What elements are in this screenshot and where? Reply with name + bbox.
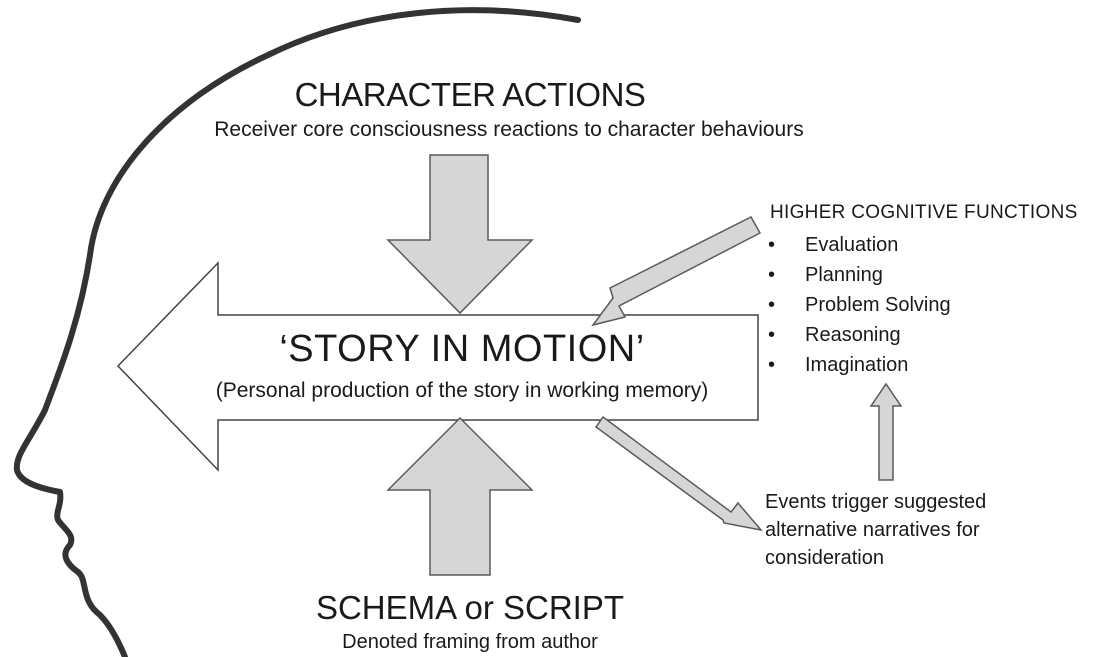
list-item-label: Reasoning xyxy=(805,324,901,346)
list-item-label: Planning xyxy=(805,264,883,286)
character-actions-subtitle: Receiver core consciousness reactions to… xyxy=(214,118,804,141)
list-item-label: Imagination xyxy=(805,354,909,376)
events-line: consideration xyxy=(765,547,884,569)
list-item-label: Problem Solving xyxy=(805,294,951,316)
list-item: • Reasoning xyxy=(768,320,951,350)
bullet-icon: • xyxy=(768,354,776,376)
higher-cognitive-functions-list: • Evaluation • Planning • Problem Solving •… xyxy=(768,230,951,380)
events-text: Events trigger suggested alternative nar… xyxy=(765,488,1065,572)
list-item: • Imagination xyxy=(768,350,951,380)
bullet-icon: • xyxy=(768,234,776,256)
head-silhouette xyxy=(13,7,581,657)
bullet-icon: • xyxy=(768,264,776,286)
story-in-motion-title: ‘STORY IN MOTION’ xyxy=(279,328,645,370)
schema-subtitle: Denoted framing from author xyxy=(342,631,598,653)
higher-cognitive-functions-title: HIGHER COGNITIVE FUNCTIONS xyxy=(770,202,1078,223)
story-in-motion-subtitle: (Personal production of the story in wor… xyxy=(215,379,709,402)
cognitive-to-story-arrow xyxy=(591,216,762,327)
bullet-icon: • xyxy=(768,324,776,346)
story-to-events-arrow xyxy=(594,415,763,532)
list-item-label: Evaluation xyxy=(805,234,899,256)
schema-title: SCHEMA or SCRIPT xyxy=(315,589,625,626)
list-item: • Evaluation xyxy=(768,230,951,260)
character-actions-arrow xyxy=(386,154,534,315)
events-line: Events trigger suggested xyxy=(765,491,987,513)
list-item: • Problem Solving xyxy=(768,290,951,320)
character-actions-title: CHARACTER ACTIONS xyxy=(294,76,646,113)
bullet-icon: • xyxy=(768,294,776,316)
list-item: • Planning xyxy=(768,260,951,290)
story-arrow xyxy=(116,261,759,472)
events-line: alternative narratives for xyxy=(765,519,980,541)
events-to-imagination-arrow xyxy=(869,382,903,481)
schema-arrow xyxy=(386,416,534,576)
